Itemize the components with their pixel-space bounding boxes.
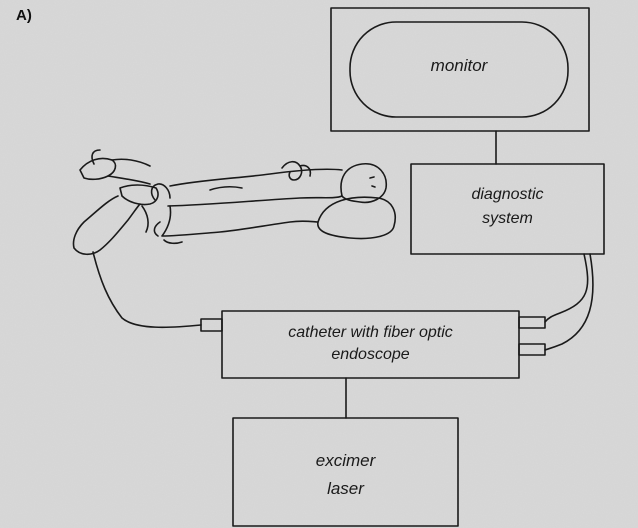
catheter-label-line2: endoscope [222, 344, 519, 366]
diagnostic-label-line2: system [411, 207, 604, 231]
excimer-label-line1: excimer [233, 447, 458, 475]
catheter-label: catheter with fiber optic endoscope [222, 322, 519, 366]
excimer-label-line2: laser [233, 475, 458, 503]
monitor-label: monitor [350, 56, 568, 76]
panel-label: A) [16, 7, 32, 24]
catheter-label-line1: catheter with fiber optic [222, 322, 519, 344]
excimer-laser-label: excimer laser [233, 447, 458, 503]
diagnostic-system-label: diagnostic system [411, 183, 604, 231]
diagnostic-label-line1: diagnostic [411, 183, 604, 207]
